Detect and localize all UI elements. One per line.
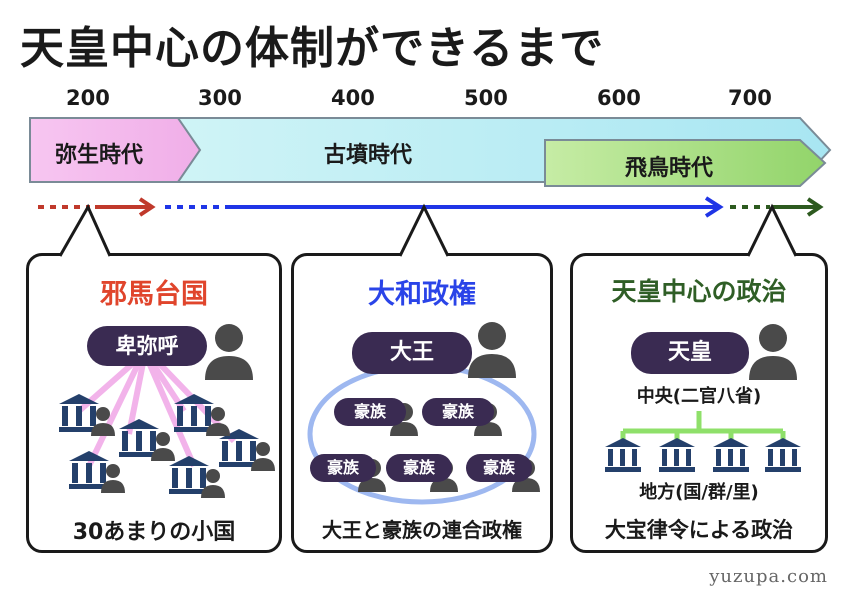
tenno-structure-graphic	[605, 324, 801, 472]
clan-pill-3: 豪族	[310, 454, 376, 482]
country-building-icons	[59, 394, 259, 494]
panel-yamato: 大和政権 大王 豪族 豪族 豪族 豪族 豪族 大王と豪族の連合政権	[291, 253, 553, 553]
green-arrowhead	[806, 197, 824, 217]
small-person-icons	[91, 407, 275, 498]
footer-tenno: 大宝律令による政治	[604, 518, 794, 542]
ruler-person-icon	[468, 322, 516, 378]
era-label-yayoi: 弥生時代	[55, 143, 144, 168]
year-label-500: 500	[464, 86, 508, 110]
panel-title-yamato: 大和政権	[368, 279, 476, 310]
asuka-era-arrow	[544, 139, 827, 187]
year-label-600: 600	[597, 86, 641, 110]
yayoi-era-arrow	[29, 117, 202, 183]
central-government-label: 中央(二官八省)	[636, 386, 762, 407]
era-label-kofun: 古墳時代	[324, 143, 413, 168]
ruler-person-icon	[749, 324, 797, 380]
footer-yamato: 大王と豪族の連合政権	[322, 518, 522, 542]
panel-yamatai: 邪馬台国	[26, 253, 282, 553]
yamatai-structure-graphic	[59, 324, 275, 498]
era-label-asuka: 飛鳥時代	[625, 156, 714, 181]
ruler-pill-tenno: 天皇	[631, 332, 749, 374]
page-title: 天皇中心の体制ができるまで	[20, 23, 605, 74]
clan-pill-5: 豪族	[466, 454, 532, 482]
local-government-label: 地方(国/群/里)	[639, 482, 759, 503]
year-label-200: 200	[66, 86, 110, 110]
panel-title-yamatai: 邪馬台国	[100, 279, 208, 310]
ruler-pill-okimi: 大王	[352, 332, 472, 374]
clan-pill-4: 豪族	[386, 454, 452, 482]
year-label-400: 400	[331, 86, 375, 110]
ruler-person-icon	[205, 324, 253, 380]
panel-title-tenno: 天皇中心の政治	[611, 277, 787, 306]
blue-arrowhead	[704, 196, 724, 218]
footer-yamatai: 30あまりの小国	[72, 520, 236, 545]
ruler-pill-himiko: 卑弥呼	[87, 326, 207, 366]
watermark: yuzupa.com	[709, 566, 828, 587]
local-building-icons	[605, 438, 801, 472]
year-label-700: 700	[728, 86, 772, 110]
year-label-300: 300	[198, 86, 242, 110]
clan-pill-2: 豪族	[422, 398, 494, 426]
red-arrowhead	[138, 197, 156, 217]
clan-pill-1: 豪族	[334, 398, 406, 426]
panel-tenno: 天皇中心の政治 天皇 中央(二官八省) 地方(国/群/里	[570, 253, 828, 553]
